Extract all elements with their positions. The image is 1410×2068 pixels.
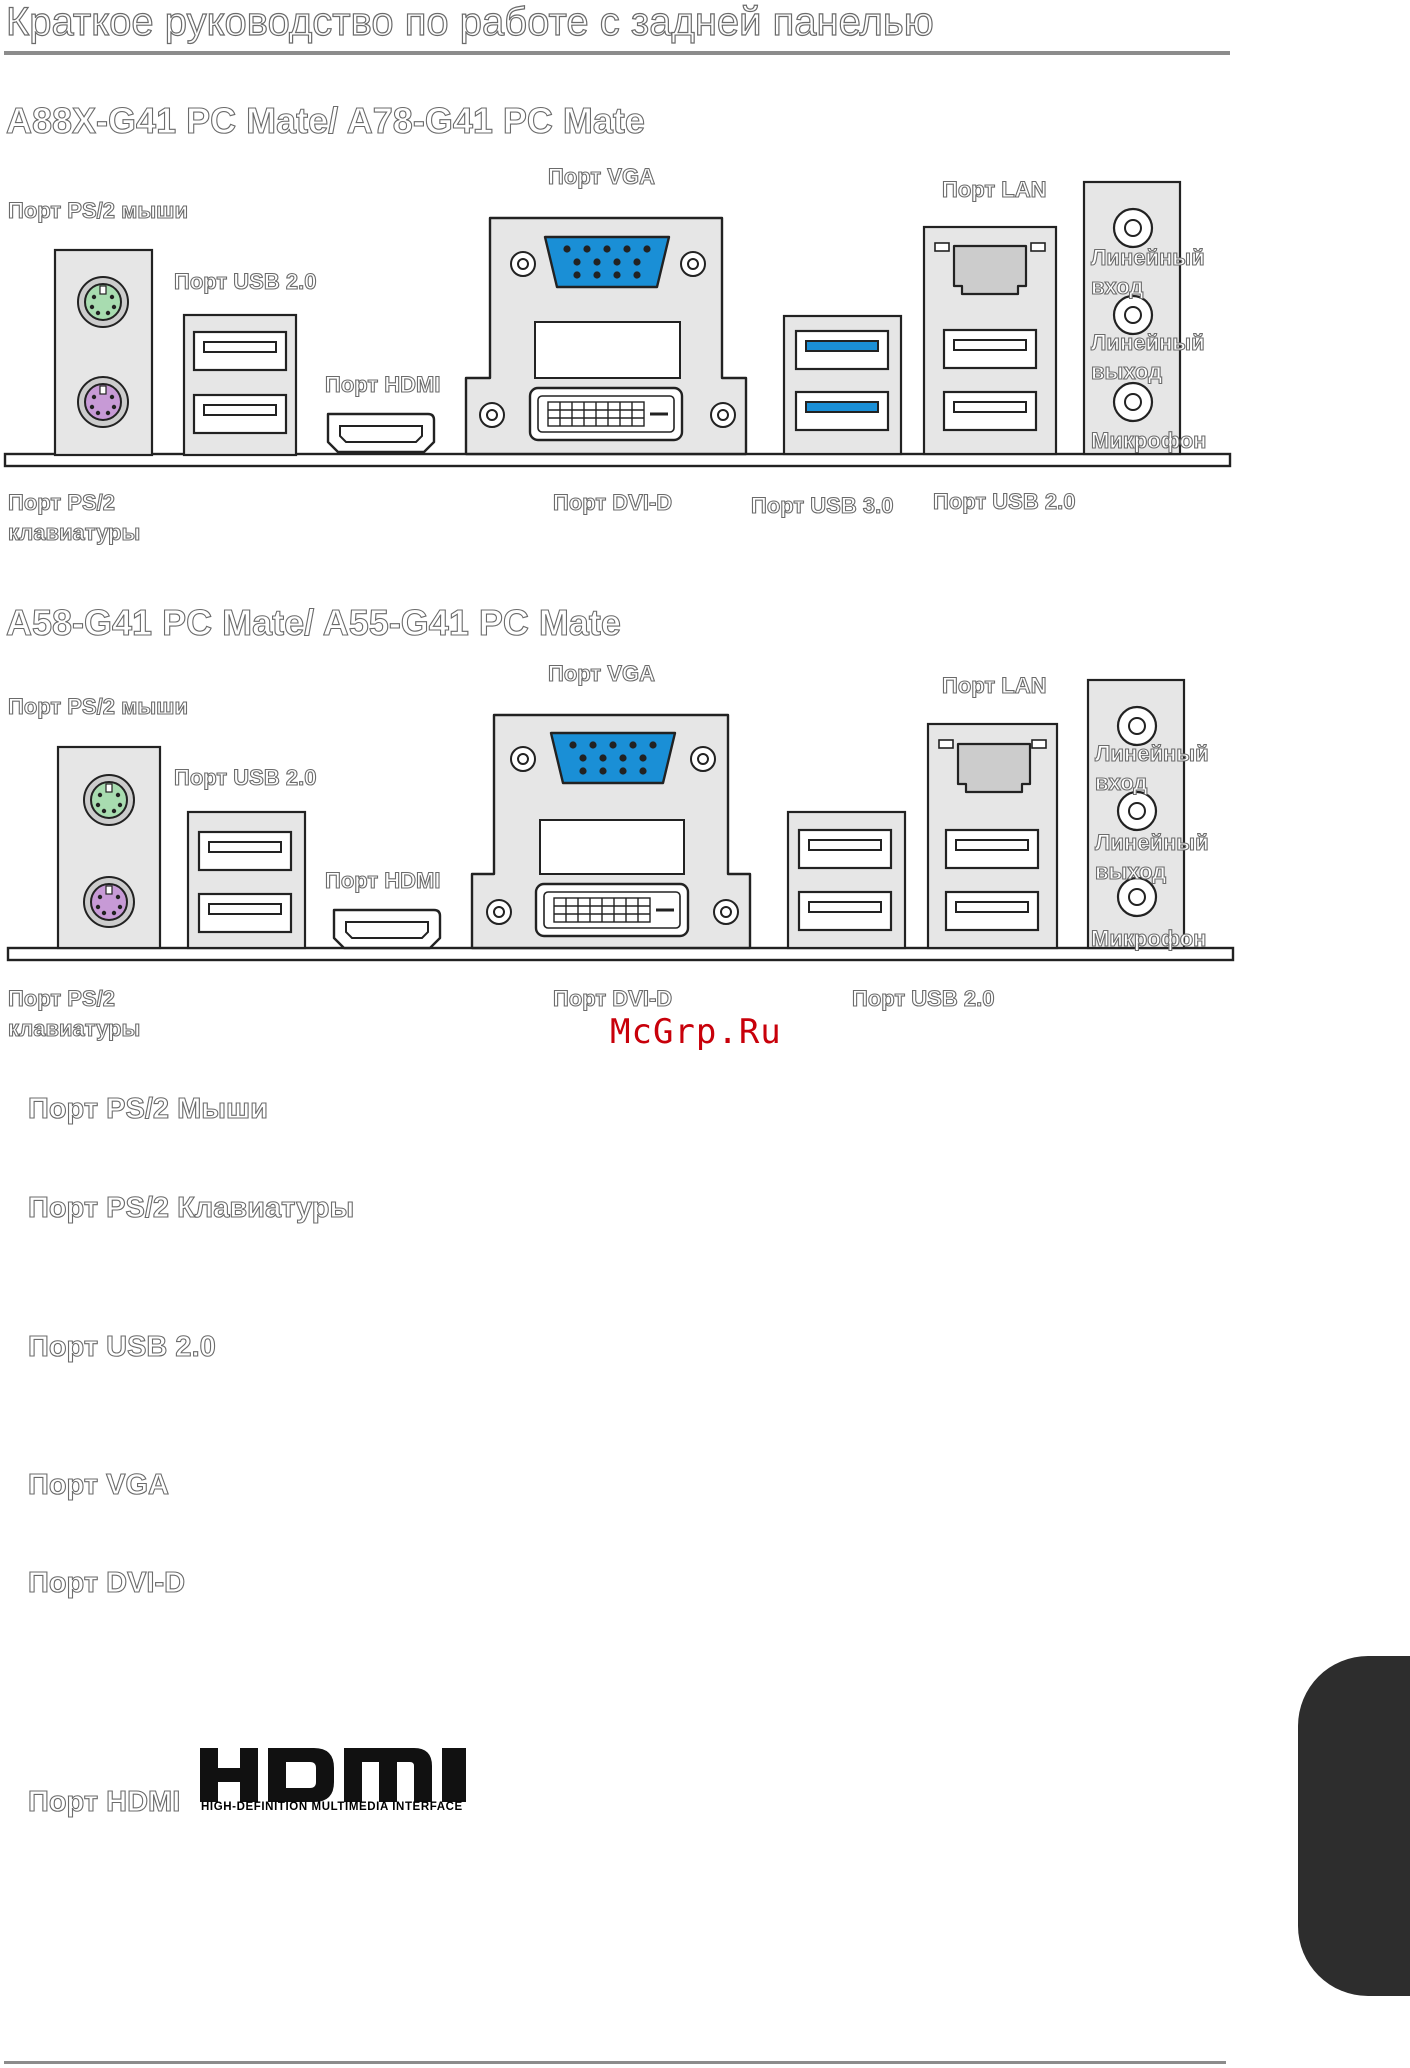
label-usb2-bottom-1: Порт USB 2.0 bbox=[932, 488, 1076, 514]
usb3-port-a-1 bbox=[794, 329, 890, 371]
dvi-port-2 bbox=[534, 882, 690, 938]
usb2-port-c-2 bbox=[797, 828, 893, 870]
label-hdmi-2: Порт HDMI bbox=[324, 867, 441, 893]
hdmi-port-2 bbox=[332, 908, 442, 950]
label-hdmi-1: Порт HDMI bbox=[324, 371, 441, 397]
page-title: Краткое руководство по работе с задней п… bbox=[5, 0, 934, 45]
label-vga-1: Порт VGA bbox=[547, 163, 655, 189]
label-line-in-1a: Линейный bbox=[1090, 244, 1205, 270]
model-title-2: A58-G41 PC Mate/ A55-G41 PC Mate bbox=[5, 601, 621, 643]
label-usb2-top-1: Порт USB 2.0 bbox=[173, 268, 317, 294]
label-line-in-2b: вход bbox=[1094, 769, 1148, 795]
label-mic-2: Микрофон bbox=[1090, 925, 1207, 951]
label-line-out-2a: Линейный bbox=[1094, 829, 1209, 855]
hdmi-port-1 bbox=[326, 412, 436, 454]
label-line-in-2a: Линейный bbox=[1094, 740, 1209, 766]
section-usb2: Порт USB 2.0 bbox=[27, 1330, 216, 1363]
label-dvi-2: Порт DVI-D bbox=[552, 985, 673, 1011]
label-usb2-top-2: Порт USB 2.0 bbox=[173, 764, 317, 790]
label-ps2-kbd-1a: Порт PS/2 bbox=[7, 489, 115, 515]
side-tab bbox=[1298, 1656, 1410, 1996]
usb2-port-b-2 bbox=[197, 892, 293, 934]
dvi-port-1 bbox=[528, 386, 684, 442]
label-lan-1: Порт LAN bbox=[941, 176, 1047, 202]
label-mic-1: Микрофон bbox=[1090, 427, 1207, 453]
label-line-out-1a: Линейный bbox=[1090, 329, 1205, 355]
hdmi-logo-subtitle: HIGH-DEFINITION MULTIMEDIA INTERFACE bbox=[201, 1801, 463, 1813]
lan-port-2 bbox=[956, 742, 1032, 794]
label-line-in-1b: вход bbox=[1090, 273, 1144, 299]
label-ps2-kbd-1b: клавиатуры bbox=[7, 519, 141, 545]
usb2-port-d-1 bbox=[942, 390, 1038, 432]
usb2-port-f-2 bbox=[944, 890, 1040, 932]
vga-port-2 bbox=[549, 731, 677, 785]
label-ps2-kbd-2b: клавиатуры bbox=[7, 1015, 141, 1041]
rear-panel-diagram-2 bbox=[6, 678, 1235, 962]
ps2-mouse-port-2 bbox=[83, 774, 135, 826]
usb2-port-b-1 bbox=[192, 393, 288, 435]
label-usb2-bottom-2: Порт USB 2.0 bbox=[851, 985, 995, 1011]
watermark: McGrp.Ru bbox=[610, 1012, 782, 1052]
ps2-mouse-port-1 bbox=[77, 276, 129, 328]
usb2-port-e-2 bbox=[944, 828, 1040, 870]
label-line-out-2b: выход bbox=[1094, 858, 1167, 884]
label-usb3-1: Порт USB 3.0 bbox=[750, 492, 894, 518]
title-underline bbox=[4, 51, 1230, 55]
lan-port-1 bbox=[952, 244, 1028, 296]
section-vga: Порт VGA bbox=[27, 1468, 169, 1501]
usb2-port-a-2 bbox=[197, 830, 293, 872]
model-title-1: A88X-G41 PC Mate/ A78-G41 PC Mate bbox=[5, 99, 645, 141]
mic-jack-1 bbox=[1112, 381, 1154, 423]
label-vga-2: Порт VGA bbox=[547, 660, 655, 686]
section-ps2-keyboard: Порт PS/2 Клавиатуры bbox=[27, 1191, 355, 1224]
section-dvi: Порт DVI-D bbox=[27, 1566, 186, 1599]
label-ps2-mouse-1: Порт PS/2 мыши bbox=[7, 197, 189, 223]
rear-panel-diagram-1 bbox=[3, 180, 1232, 468]
usb2-port-a-1 bbox=[192, 330, 288, 372]
usb2-port-d-2 bbox=[797, 890, 893, 932]
bottom-rule bbox=[4, 2061, 1226, 2064]
label-ps2-mouse-2: Порт PS/2 мыши bbox=[7, 693, 189, 719]
label-ps2-kbd-2a: Порт PS/2 bbox=[7, 985, 115, 1011]
line-in-jack-1 bbox=[1112, 207, 1154, 249]
vga-port-1 bbox=[543, 235, 671, 289]
ps2-keyboard-port-1 bbox=[77, 376, 129, 428]
usb2-port-c-1 bbox=[942, 328, 1038, 370]
label-line-out-1b: выход bbox=[1090, 358, 1163, 384]
label-dvi-1: Порт DVI-D bbox=[552, 489, 673, 515]
label-lan-2: Порт LAN bbox=[941, 672, 1047, 698]
hdmi-logo bbox=[200, 1748, 466, 1802]
section-ps2-mouse: Порт PS/2 Мыши bbox=[27, 1092, 269, 1125]
ps2-keyboard-port-2 bbox=[83, 876, 135, 928]
section-hdmi: Порт HDMI bbox=[27, 1785, 181, 1818]
usb3-port-b-1 bbox=[794, 390, 890, 432]
